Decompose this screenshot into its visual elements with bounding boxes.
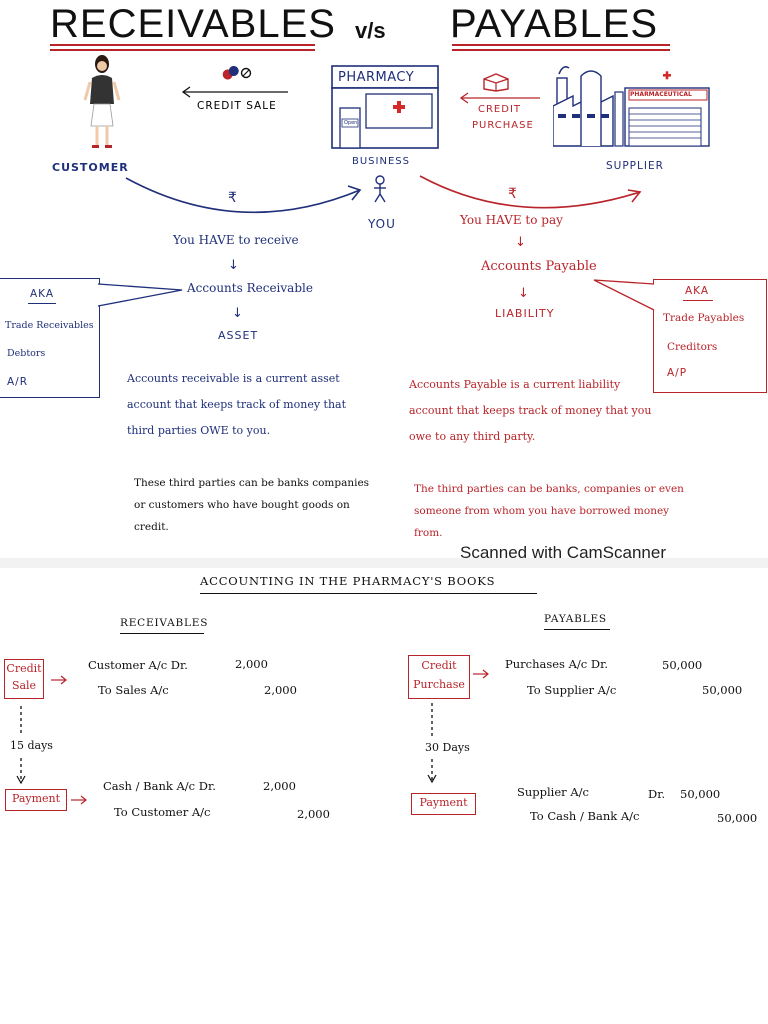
you-label: YOU — [368, 217, 396, 231]
factory-sign-text: PHARMACEUTICAL — [630, 91, 692, 98]
customer-label: CUSTOMER — [52, 161, 129, 174]
rec-payment-box: Payment — [5, 789, 67, 811]
credit-purchase-box: Credit Purchase — [408, 655, 470, 699]
receivable-parties: These third parties can be banks compani… — [134, 477, 370, 533]
supplier-label: SUPPLIER — [606, 160, 664, 172]
arrow-left-credit-purchase — [459, 92, 540, 104]
title-underline-right — [452, 44, 670, 46]
factory-icon — [553, 66, 710, 147]
pay-payment-box-text: Payment — [419, 796, 468, 809]
rec-entry2-line1: Cash / Bank A/c Dr. — [103, 779, 216, 793]
accounts-payable: Accounts Payable — [481, 259, 597, 274]
credit-purchase-box-line1: Credit — [421, 659, 457, 672]
rec-entry2-amt1: 2,000 — [263, 779, 296, 793]
pay-entry2-line1: Supplier A/c — [517, 785, 589, 799]
pharmacy-store-icon — [331, 65, 439, 149]
title-underline-right-2 — [452, 49, 670, 51]
pay-text: You HAVE to pay — [460, 213, 563, 227]
pharmacy-door-sign: Open — [344, 120, 358, 126]
aka-right-title: AKA — [685, 285, 710, 297]
pay-entry1-line2: To Supplier A/c — [527, 683, 617, 697]
aka-right-item-1: Trade Payables — [663, 312, 745, 324]
you-figure-icon — [374, 175, 386, 203]
box-icon — [483, 73, 509, 92]
credit-sale-box-line2: Sale — [11, 679, 37, 692]
title-payables: PAYABLES — [450, 2, 659, 46]
pay-entry2-dr: Dr. — [648, 787, 666, 801]
credit-sale-label: CREDIT SALE — [197, 100, 277, 112]
customer-figure-icon — [83, 55, 121, 148]
asset-label: ASSET — [218, 329, 259, 342]
pay-entry1-amt2: 50,000 — [702, 683, 743, 697]
camscanner-watermark: Scanned with CamScanner — [460, 543, 667, 562]
aka-left-title-ul — [28, 303, 56, 305]
title-underline-left — [50, 44, 315, 46]
rec-entry1-line2: To Sales A/c — [98, 683, 169, 697]
rupee-left: ₹ — [228, 190, 237, 206]
left-arrow-2: ↓ — [232, 306, 243, 321]
payables-heading-ul — [544, 629, 610, 631]
right-arrow-2: ↓ — [518, 286, 529, 301]
credit-purchase-label-1: CREDIT — [478, 104, 522, 115]
pay-entry2-amt1: 50,000 — [680, 787, 721, 801]
rec-entry2-amt2: 2,000 — [297, 807, 330, 821]
aka-left-item-3: A/R — [7, 376, 29, 388]
title-receivables: RECEIVABLES — [50, 2, 336, 46]
aka-right-item-2: Creditors — [667, 341, 718, 353]
credit-purchase-box-line2: Purchase — [413, 678, 465, 691]
pay-dotted-line — [427, 703, 437, 784]
rec-entry1-amt1: 2,000 — [235, 657, 268, 671]
rec-entry2-line2: To Customer A/c — [114, 805, 211, 819]
business-label: BUSINESS — [352, 156, 410, 167]
credit-purchase-label-2: PURCHASE — [472, 120, 534, 131]
credit-sale-box: Credit Sale — [4, 659, 44, 699]
receive-text: You HAVE to receive — [173, 233, 299, 247]
receivables-heading: RECEIVABLES — [120, 617, 209, 629]
pay-entry1-amt1: 50,000 — [662, 658, 703, 672]
left-arrow-1: ↓ — [228, 258, 239, 273]
books-heading: ACCOUNTING IN THE PHARMACY'S BOOKS — [200, 574, 496, 588]
pharmacy-sign-text: PHARMACY — [338, 70, 415, 85]
rec-entry1-line1: Customer A/c Dr. — [88, 658, 188, 672]
payable-definition: Accounts Payable is a current liability … — [409, 378, 652, 443]
pay-entry2-amt2: 50,000 — [717, 811, 758, 825]
payables-heading: PAYABLES — [544, 613, 607, 625]
pay-entry2-line2: To Cash / Bank A/c — [530, 809, 640, 823]
pay-payment-box: Payment — [411, 793, 476, 815]
credit-purchase-arrow-icon — [473, 669, 489, 679]
accounts-receivable: Accounts Receivable — [187, 281, 313, 295]
right-arrow-1: ↓ — [515, 235, 526, 250]
aka-left-item-1: Trade Receivables — [5, 320, 94, 331]
receivables-heading-ul — [120, 633, 204, 635]
curve-arrows — [125, 175, 642, 214]
liability-label: LIABILITY — [495, 307, 555, 320]
pill-icon — [222, 66, 252, 80]
rupee-right: ₹ — [508, 186, 517, 202]
aka-left-item-2: Debtors — [7, 348, 46, 359]
credit-sale-box-line1: Credit — [6, 662, 42, 675]
receivable-definition: Accounts receivable is a current asset a… — [127, 372, 347, 437]
rec-gap-label: 15 days — [10, 739, 53, 752]
arrow-left-credit-sale — [181, 86, 288, 98]
title-vs: v/s — [355, 18, 386, 43]
aka-box-right — [653, 279, 767, 393]
title-underline-left-2 — [50, 49, 315, 51]
aka-right-title-ul — [683, 300, 713, 302]
credit-sale-arrow-icon — [51, 675, 67, 685]
aka-right-pointer — [593, 279, 655, 311]
aka-left-title: AKA — [30, 288, 55, 300]
pay-gap-label: 30 Days — [425, 741, 470, 754]
payable-parties: The third parties can be banks, companie… — [414, 483, 684, 539]
pay-entry1-line1: Purchases A/c Dr. — [505, 657, 608, 671]
books-heading-ul — [200, 593, 537, 595]
aka-right-item-3: A/P — [667, 367, 688, 379]
rec-payment-arrow-icon — [71, 795, 87, 805]
aka-left-pointer — [97, 283, 183, 307]
page-divider — [0, 558, 768, 568]
aka-box-left — [0, 278, 100, 398]
rec-dotted-line — [16, 706, 26, 785]
rec-payment-box-text: Payment — [11, 792, 61, 805]
rec-entry1-amt2: 2,000 — [264, 683, 297, 697]
